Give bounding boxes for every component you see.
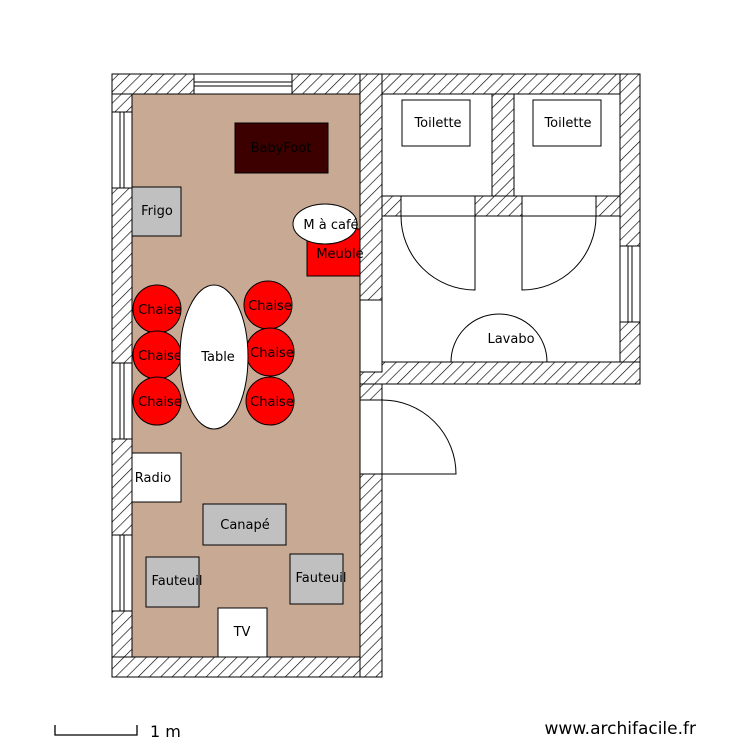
tv: TV: [217, 607, 268, 658]
window-left-2: [111, 362, 133, 440]
wall-bath-bottom: [359, 361, 641, 385]
chair: Chaise: [132, 330, 182, 380]
armchair: Fauteuil: [289, 553, 347, 605]
chair: Chaise: [243, 280, 293, 330]
sofa: Canapé: [202, 503, 287, 546]
chair-label: Chaise: [138, 349, 182, 364]
chair-label: Chaise: [248, 299, 292, 314]
tv-label: TV: [233, 625, 251, 640]
window-top: [193, 73, 293, 95]
door-toilet2: [521, 215, 597, 291]
fridge: Frigo: [131, 186, 182, 237]
radio-label: Radio: [135, 471, 172, 486]
scale-label: 1 m: [150, 722, 181, 741]
entrance-door-opening: [359, 399, 383, 475]
table-label: Table: [200, 350, 235, 365]
chair-label: Chaise: [250, 395, 294, 410]
toilet-label: Toilette: [413, 116, 461, 131]
armchair-label: Fauteuil: [295, 571, 346, 586]
chair-label: Chaise: [138, 303, 182, 318]
coffee-machine: M à café: [292, 203, 359, 245]
toilet: Toilette: [532, 99, 602, 147]
fridge-label: Frigo: [141, 204, 173, 219]
watermark: www.archifacile.fr: [545, 719, 696, 739]
toilet-label: Toilette: [543, 116, 591, 131]
chair: Chaise: [245, 376, 295, 426]
wall-toilet-partition: [491, 93, 515, 197]
window-left-1: [111, 111, 133, 189]
scale-bar: 1 m: [54, 722, 181, 741]
door-toilet1: [400, 215, 476, 291]
babyfoot: BabyFoot: [234, 122, 329, 174]
opening-middle-wall: [359, 299, 383, 373]
wall-bottom: [111, 656, 383, 678]
sink: Lavabo: [450, 313, 548, 363]
sink-label: Lavabo: [487, 332, 534, 347]
door-opening-toilet2: [521, 195, 597, 217]
armchair-label: Fauteuil: [151, 574, 202, 589]
coffee-machine-label: M à café: [303, 218, 358, 233]
wall-bath-right: [619, 73, 641, 385]
chair-label: Chaise: [250, 346, 294, 361]
armchair: Fauteuil: [145, 556, 203, 608]
chair-label: Chaise: [138, 395, 182, 410]
chair: Chaise: [132, 376, 182, 426]
chair: Chaise: [132, 284, 182, 334]
sofa-label: Canapé: [220, 518, 270, 533]
cabinet-label: Meuble: [316, 247, 363, 262]
door-opening-toilet1: [400, 195, 476, 217]
window-left-3: [111, 534, 133, 612]
chair: Chaise: [245, 327, 295, 377]
window-bath-right: [619, 245, 641, 323]
radio: Radio: [131, 452, 182, 503]
table: Table: [179, 284, 249, 430]
toilet: Toilette: [401, 99, 471, 147]
entrance-door: [381, 399, 457, 475]
babyfoot-label: BabyFoot: [251, 141, 312, 156]
